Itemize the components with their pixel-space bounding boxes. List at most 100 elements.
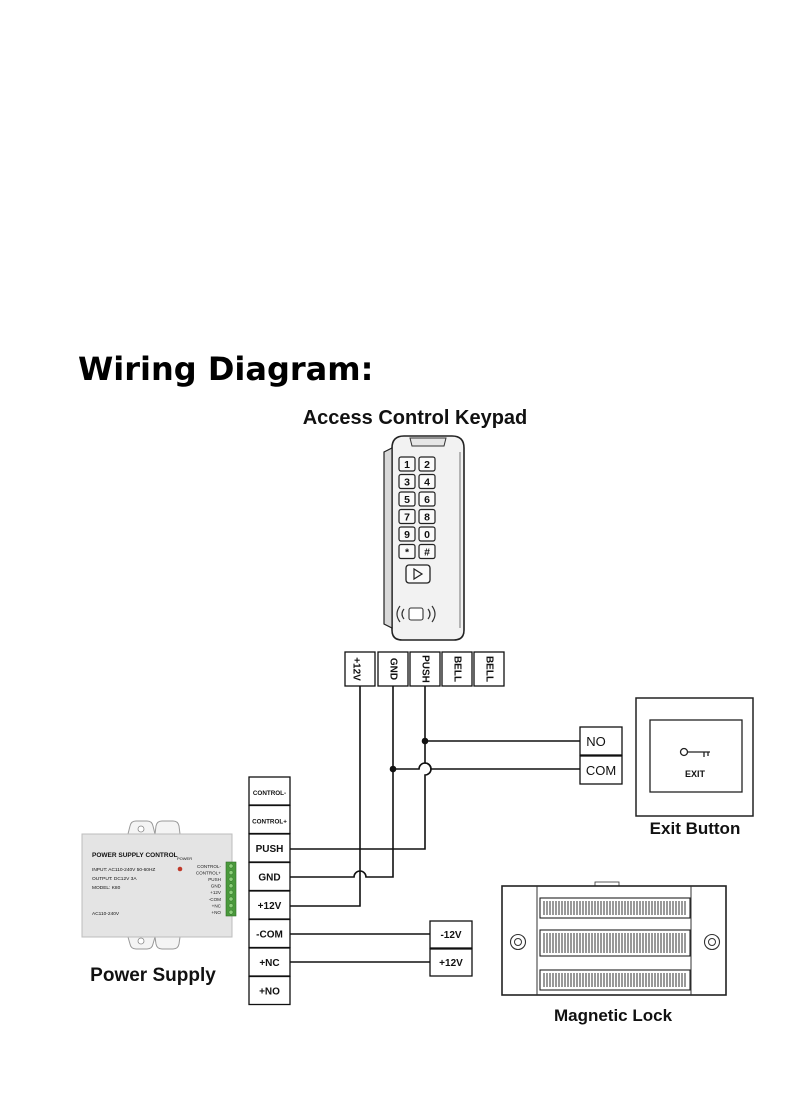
screw-terminal: [228, 876, 234, 882]
keypad-key-6: 6: [418, 491, 436, 507]
svg-text:0: 0: [424, 529, 430, 541]
svg-text:1: 1: [404, 459, 410, 471]
magnetic-lock-caption: Magnetic Lock: [554, 1006, 673, 1025]
psu-unit-power-label: POWER: [177, 856, 192, 861]
psu-unit-terminal-label: +NO: [211, 910, 221, 915]
diagram-title: Wiring Diagram:: [78, 350, 373, 388]
exit-button-device: EXIT: [635, 697, 754, 817]
psu-terminal-gnd: GND: [248, 861, 291, 892]
lock-terminal-plus12v: +12V: [439, 958, 463, 969]
svg-text:GND: GND: [258, 873, 280, 884]
psu-unit-input: INPUT: AC110-240V 50-60HZ: [92, 867, 155, 873]
svg-text:CONTROL+: CONTROL+: [252, 819, 287, 826]
power-led: [177, 866, 183, 872]
lock-coil-1: [539, 897, 691, 919]
psu-unit-terminal-label: PUSH: [208, 877, 221, 882]
svg-text:9: 9: [404, 529, 410, 541]
wire-exit-com: [393, 762, 580, 770]
psu-terminal-plusminus-12v: +12V: [248, 890, 291, 920]
exit-terminal-no: NO: [586, 734, 606, 749]
psu-unit-terminal-label: CONTROL+: [196, 870, 221, 875]
keypad-terminal-block: +12V GND PUSH BELL BELL: [344, 651, 505, 687]
mounting-hole-left: [509, 933, 527, 951]
keypad-key-5: 5: [398, 491, 416, 507]
junction-push: [421, 737, 429, 745]
psu-terminal-controlminus-: CONTROL-: [248, 776, 291, 806]
lock-terminal-minus12v: -12V: [440, 930, 461, 941]
exit-terminal-block: NO COM: [579, 726, 623, 785]
svg-text:4: 4: [424, 477, 430, 489]
keypad-key-2: 2: [418, 456, 436, 472]
card-button-icon: [413, 567, 424, 581]
svg-text:#: #: [424, 547, 430, 559]
key-icon: [679, 747, 710, 757]
svg-text:5: 5: [404, 494, 410, 506]
card-button: [405, 564, 431, 584]
keypad-key-7: 7: [398, 508, 416, 525]
rfid-icon: [396, 605, 436, 623]
keypad-key-star: *: [398, 543, 416, 560]
power-supply-terminal-block: CONTROL- CONTROL+ PUSH GND +12V -COM +NC +NO: [248, 776, 291, 1006]
keypad-key-1: 1: [398, 456, 416, 472]
keypad-terminal-bell-1: BELL: [451, 656, 462, 682]
svg-text:7: 7: [404, 512, 410, 524]
keypad-key-4: 4: [418, 473, 436, 490]
screw-terminal: [228, 883, 234, 889]
keypad-key-0: 0: [418, 526, 436, 542]
keypad-caption: Access Control Keypad: [303, 407, 528, 429]
svg-text:8: 8: [424, 512, 430, 524]
power-supply-caption: Power Supply: [90, 965, 216, 986]
psu-terminal-plusminus-nc: +NC: [248, 947, 291, 977]
keypad-key-8: 8: [418, 508, 436, 525]
keypad-keys: 1 2 3 4 5 6 7 8 9 0 * #: [398, 456, 436, 560]
psu-terminal-plusminus-no: +NO: [248, 975, 291, 1006]
screw-terminal: [228, 896, 234, 902]
screw-terminal: [228, 863, 234, 869]
lock-coil-3: [539, 969, 691, 991]
psu-terminal-push: PUSH: [248, 833, 291, 863]
psu-unit-title: POWER SUPPLY CONTROL: [92, 852, 178, 859]
screw-terminal: [228, 909, 234, 915]
keypad-terminal-gnd: GND: [387, 658, 398, 680]
svg-text:*: *: [405, 547, 410, 559]
psu-unit-terminal-label: +12V: [210, 890, 222, 895]
keypad-terminal-12v: +12V: [350, 657, 361, 681]
screw-terminal: [228, 870, 234, 875]
svg-text:3: 3: [404, 477, 410, 489]
keypad-terminal-push: PUSH: [419, 655, 430, 683]
psu-unit-terminal-label: CONTROL-: [197, 864, 221, 869]
psu-unit-model: MODEL: K80: [92, 885, 121, 891]
svg-text:CONTROL-: CONTROL-: [253, 790, 286, 797]
wire-keypad-gnd: [290, 686, 394, 878]
wires: [290, 686, 580, 963]
wire-keypad-12v: [290, 686, 361, 907]
psu-unit-terminal-label: GND: [211, 884, 222, 889]
psu-terminal-controlplusminus-: CONTROL+: [248, 804, 291, 835]
keypad-key-hash: #: [418, 543, 436, 560]
keypad-key-3: 3: [398, 473, 416, 490]
psu-unit-voltage: AC110-240V: [92, 911, 120, 917]
psu-unit-terminal-label: +NC: [212, 903, 222, 908]
magnetic-lock-device: [501, 881, 727, 996]
exit-label: EXIT: [685, 769, 706, 779]
svg-text:2: 2: [424, 459, 430, 471]
svg-text:+NC: +NC: [259, 958, 279, 969]
mounting-hole-right: [703, 933, 721, 951]
exit-button-caption: Exit Button: [650, 819, 741, 838]
screw-terminal: [228, 903, 234, 908]
access-control-keypad: 1 2 3 4 5 6 7 8 9 0 * #: [383, 435, 465, 641]
power-supply-unit: POWER SUPPLY CONTROL POWER INPUT: AC110-…: [81, 820, 237, 950]
psu-unit-output: OUTPUT: DC12V 3A: [92, 876, 137, 882]
svg-text:6: 6: [424, 494, 430, 506]
keypad-terminal-bell-2: BELL: [483, 656, 494, 682]
svg-text:PUSH: PUSH: [256, 844, 284, 855]
svg-text:-COM: -COM: [256, 930, 283, 941]
screw-terminal: [228, 890, 234, 895]
svg-text:+12V: +12V: [258, 901, 282, 912]
svg-text:+NO: +NO: [259, 987, 280, 998]
psu-unit-terminal-label: -COM: [209, 897, 221, 902]
keypad-key-9: 9: [398, 526, 416, 542]
junction-gnd: [389, 765, 397, 773]
lock-terminal-block: -12V +12V: [429, 920, 473, 977]
psu-terminal-minus-com: -COM: [248, 918, 291, 949]
